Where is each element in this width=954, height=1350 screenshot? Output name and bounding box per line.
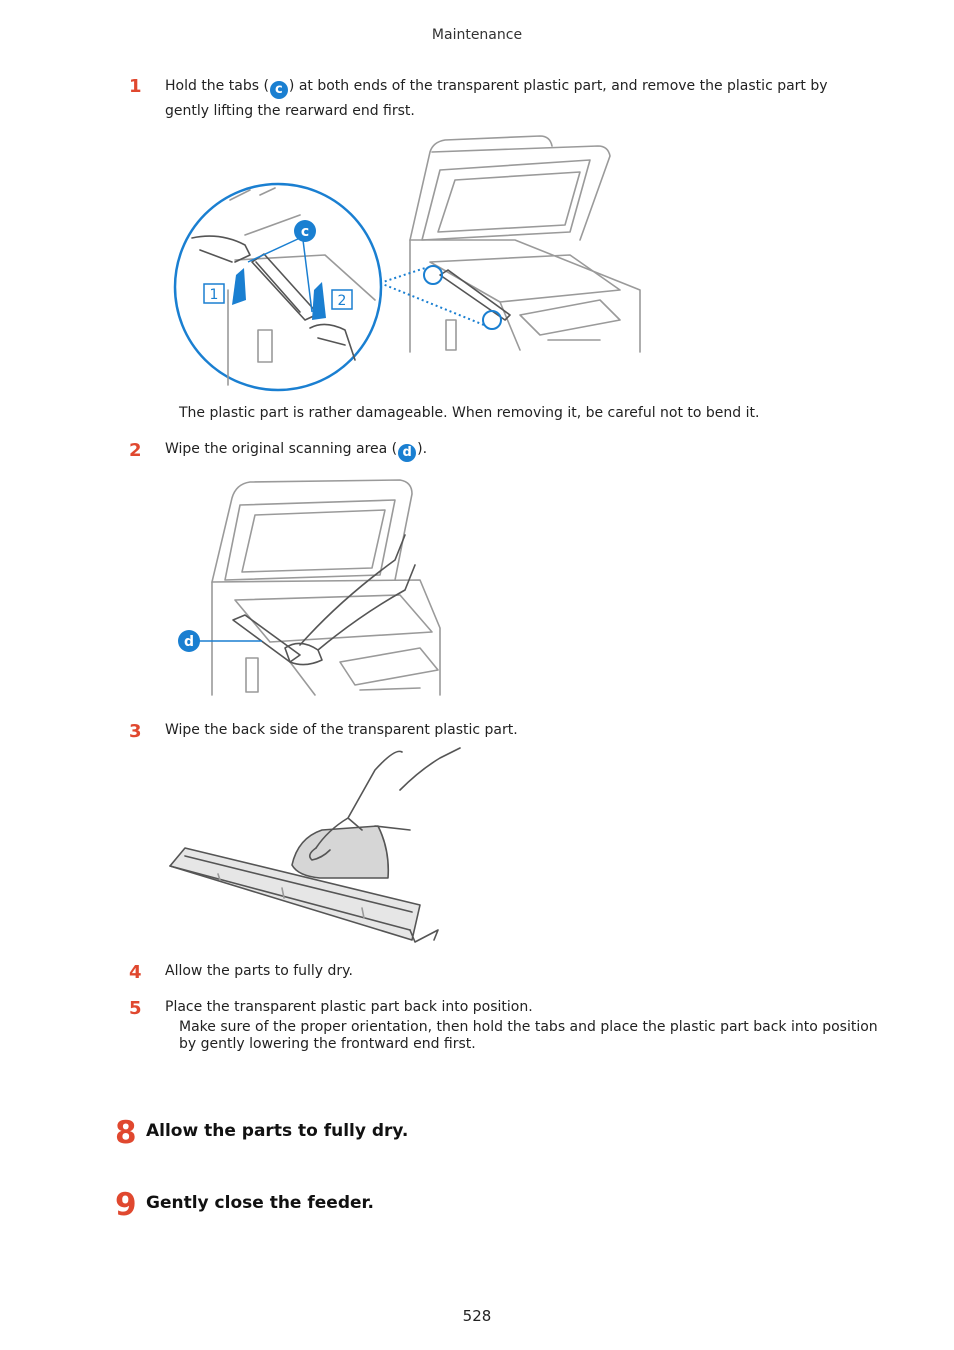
substep-text-3: Wipe the back side of the transparent pl…: [165, 722, 518, 738]
step-text-9: Gently close the feeder.: [146, 1193, 374, 1213]
page-header: Maintenance: [431, 27, 523, 43]
substep-number-3: 3: [129, 721, 142, 742]
substep-text-2: Wipe the original scanning area (d).: [165, 437, 865, 462]
substep-text-4: Allow the parts to fully dry.: [165, 963, 353, 979]
substep-1-text-before: Hold the tabs (: [165, 78, 269, 94]
substep-number-1: 1: [129, 76, 142, 97]
figure-remove-plastic-part: c 1 2: [173, 135, 641, 392]
callout-c-badge: c: [269, 81, 288, 99]
substep-2-text-before: Wipe the original scanning area (: [165, 441, 398, 457]
step-label-1: 1: [210, 287, 219, 303]
page-number: 528: [462, 1307, 492, 1325]
step-number-8: 8: [115, 1115, 137, 1151]
zoom-detail-circle: c 1 2: [173, 182, 383, 392]
printer-illustration: [409, 135, 641, 353]
step-number-9: 9: [115, 1187, 137, 1223]
step-text-8: Allow the parts to fully dry.: [146, 1121, 409, 1141]
substep-5-note: Make sure of the proper orientation, the…: [179, 1019, 878, 1052]
substep-2-text-after: ).: [417, 441, 428, 457]
substep-number-4: 4: [129, 962, 142, 983]
substep-1-note: The plastic part is rather damageable. W…: [179, 405, 760, 421]
callout-d-badge: d: [398, 444, 417, 462]
substep-1-text-after: ) at both ends of the transparent plasti…: [165, 78, 828, 119]
callout-c-label: c: [301, 224, 309, 240]
step-label-2: 2: [338, 293, 347, 309]
substep-number-5: 5: [129, 998, 142, 1019]
substep-text-1: Hold the tabs (c) at both ends of the tr…: [165, 74, 865, 124]
callout-d-label: d: [184, 634, 194, 650]
substep-number-2: 2: [129, 440, 142, 461]
substep-text-5: Place the transparent plastic part back …: [165, 999, 533, 1015]
